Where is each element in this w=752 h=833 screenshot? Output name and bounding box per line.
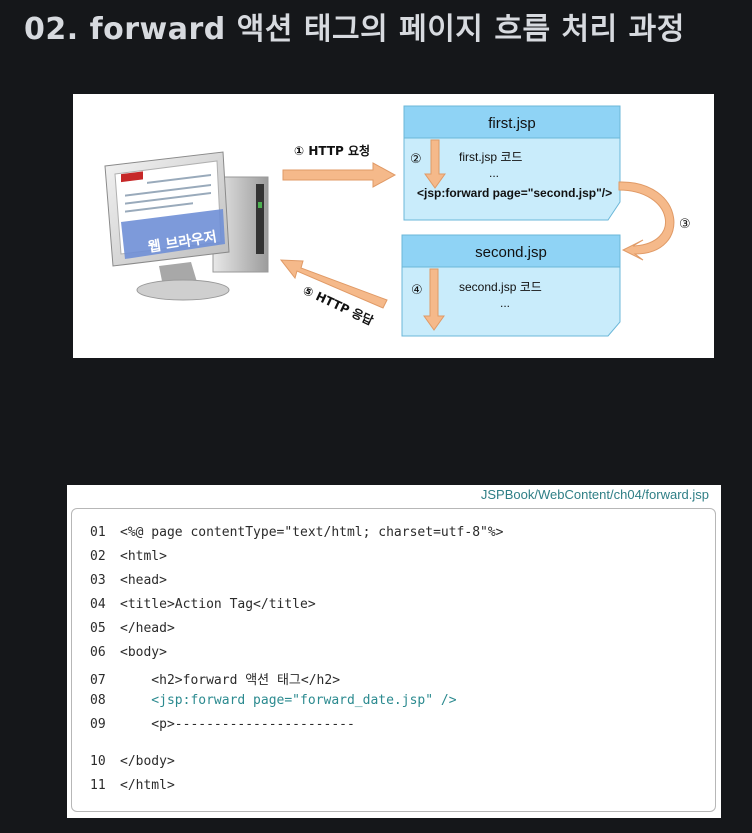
step3-marker: ③ <box>679 217 691 232</box>
line-text: <%@ page contentType="text/html; charset… <box>120 525 504 540</box>
line-text: <html> <box>120 549 167 564</box>
line-number: 07 <box>90 673 106 688</box>
line-text: <title>Action Tag</title> <box>120 597 316 612</box>
code-line: 03 <head> <box>90 573 167 588</box>
step2-down-arrow <box>424 139 446 189</box>
line-number: 06 <box>90 645 106 660</box>
code-line: 07 <h2>forward 액션 태그</h2> <box>90 669 340 688</box>
step4-marker: ④ <box>411 283 423 298</box>
forward-flow-diagram: 웹 브라우저 first.jsp first.jsp 코드 ... <jsp:f… <box>73 94 714 358</box>
web-browser-computer-icon <box>104 151 269 301</box>
line-text: <h2>forward 액션 태그</h2> <box>120 673 341 688</box>
code-listing-panel: JSPBook/WebContent/ch04/forward.jsp 01 <%… <box>67 485 721 818</box>
first-jsp-title: first.jsp <box>488 115 536 132</box>
line-text: </html> <box>120 778 175 793</box>
code-line: 04 <title>Action Tag</title> <box>90 597 316 612</box>
line-number: 01 <box>90 525 106 540</box>
line-text: </body> <box>120 754 175 769</box>
line-text: <head> <box>120 573 167 588</box>
line-number: 11 <box>90 778 106 793</box>
line-text: <p>----------------------- <box>120 717 355 732</box>
line-number: 09 <box>90 717 106 732</box>
code-line: 09 <p>----------------------- <box>90 717 355 732</box>
line-text: </head> <box>120 621 175 636</box>
file-path-label: JSPBook/WebContent/ch04/forward.jsp <box>480 487 709 502</box>
line-text: <jsp:forward page="forward_date.jsp" /> <box>120 693 457 708</box>
http-response-arrow <box>279 259 388 309</box>
line-number: 08 <box>90 693 106 708</box>
code-line: 11 </html> <box>90 778 175 793</box>
line-number: 10 <box>90 754 106 769</box>
http-request-label: ① HTTP 요청 <box>294 143 370 158</box>
line-number: 05 <box>90 621 106 636</box>
code-line: 08 <jsp:forward page="forward_date.jsp" … <box>90 693 457 708</box>
code-line: 02 <html> <box>90 549 167 564</box>
forward-curve-arrow <box>618 181 675 261</box>
second-jsp-dots: ... <box>500 296 510 310</box>
step4-down-arrow <box>423 268 445 331</box>
code-line: 06 <body> <box>90 645 167 660</box>
second-jsp-code-label: second.jsp 코드 <box>459 280 542 294</box>
second-jsp-title: second.jsp <box>475 244 547 261</box>
line-number: 03 <box>90 573 106 588</box>
code-line: 01 <%@ page contentType="text/html; chars… <box>90 525 504 540</box>
code-line: 10 </body> <box>90 754 175 769</box>
line-number: 04 <box>90 597 106 612</box>
first-jsp-box <box>403 105 621 221</box>
first-jsp-dots: ... <box>489 166 499 180</box>
step2-marker: ② <box>410 152 422 167</box>
second-jsp-box <box>401 234 621 337</box>
first-jsp-code-label: first.jsp 코드 <box>459 150 522 164</box>
line-number: 02 <box>90 549 106 564</box>
line-text: <body> <box>120 645 167 660</box>
http-request-arrow <box>282 162 397 188</box>
flow-diagram-svg: 웹 브라우저 first.jsp first.jsp 코드 ... <jsp:f… <box>104 105 691 337</box>
page-title: 02. forward 액션 태그의 페이지 흐름 처리 과정 <box>24 12 685 47</box>
forward-tag-text: <jsp:forward page="second.jsp"/> <box>417 186 612 200</box>
code-line: 05 </head> <box>90 621 175 636</box>
code-box: 01 <%@ page contentType="text/html; chars… <box>71 508 716 812</box>
